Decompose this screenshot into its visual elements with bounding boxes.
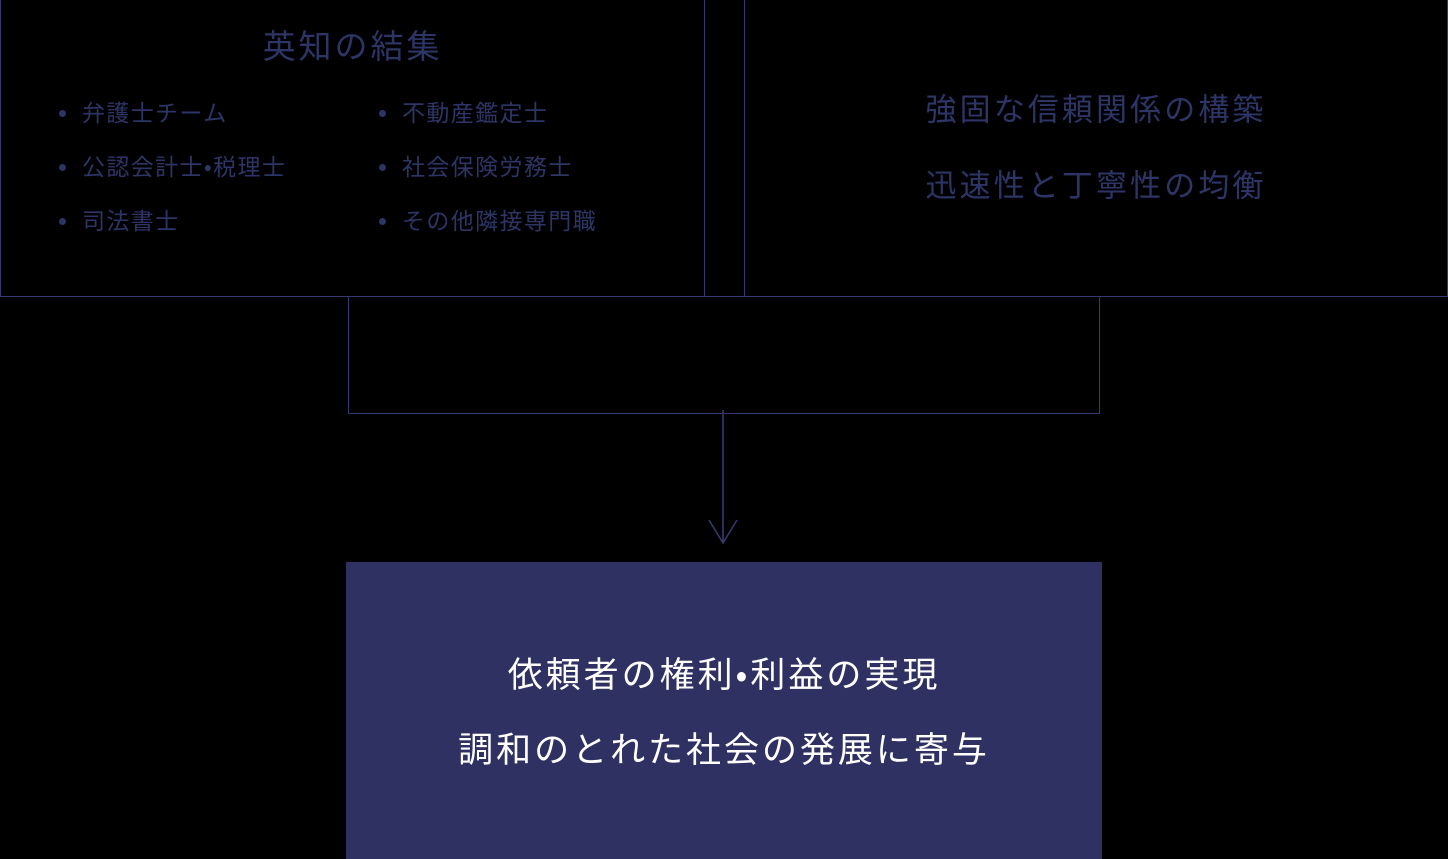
bullet-dot-icon (379, 109, 386, 117)
expertise-columns: 弁護士チーム 公認会計士・税理士 司法書士 不動産鑑定士 (59, 99, 684, 235)
list-item-label: 公認会計士・税理士 (82, 154, 287, 180)
bullet-dot-icon (59, 163, 66, 171)
list-item-label: 不動産鑑定士 (402, 100, 549, 126)
bullet-dot-icon (379, 217, 386, 225)
bullet-dot-icon (59, 217, 66, 225)
list-item-label: その他隣接専門職 (402, 208, 598, 234)
expertise-box: 英知の結集 弁護士チーム 公認会計士・税理士 司法書士 (0, 0, 705, 297)
list-item-label: 社会保険労務士 (402, 154, 573, 180)
relationship-line-2: 迅速性と丁寧性の均衡 (925, 168, 1267, 203)
relationship-box-text: 強固な信頼関係の構築 迅速性と丁寧性の均衡 (745, 94, 1447, 201)
expertise-box-title: 英知の結集 (262, 30, 443, 66)
outcome-line-1: 依頼者の権利・利益の実現 (507, 656, 941, 695)
list-item: その他隣接専門職 (379, 207, 679, 235)
arrow-down-icon (708, 410, 738, 545)
expertise-column-left: 弁護士チーム 公認会計士・税理士 司法書士 (59, 99, 379, 235)
list-item-label: 弁護士チーム (82, 100, 228, 126)
outcome-box: 依頼者の権利・利益の実現 調和のとれた社会の発展に寄与 (346, 562, 1102, 859)
outcome-box-text: 依頼者の権利・利益の実現 調和のとれた社会の発展に寄与 (346, 658, 1102, 768)
list-item: 司法書士 (59, 207, 379, 235)
bullet-dot-icon (379, 163, 386, 171)
relationship-box: 強固な信頼関係の構築 迅速性と丁寧性の均衡 (744, 0, 1448, 297)
bullet-dot-icon (59, 109, 66, 117)
list-item: 公認会計士・税理士 (59, 153, 379, 181)
list-item-label: 司法書士 (82, 208, 180, 234)
list-item: 社会保険労務士 (379, 153, 679, 181)
list-item: 弁護士チーム (59, 99, 379, 127)
relationship-line-1: 強固な信頼関係の構築 (925, 92, 1267, 127)
expertise-column-right: 不動産鑑定士 社会保険労務士 その他隣接専門職 (379, 99, 679, 235)
outcome-line-2: 調和のとれた社会の発展に寄与 (458, 731, 990, 770)
merge-connector-frame (348, 296, 1100, 414)
list-item: 不動産鑑定士 (379, 99, 679, 127)
